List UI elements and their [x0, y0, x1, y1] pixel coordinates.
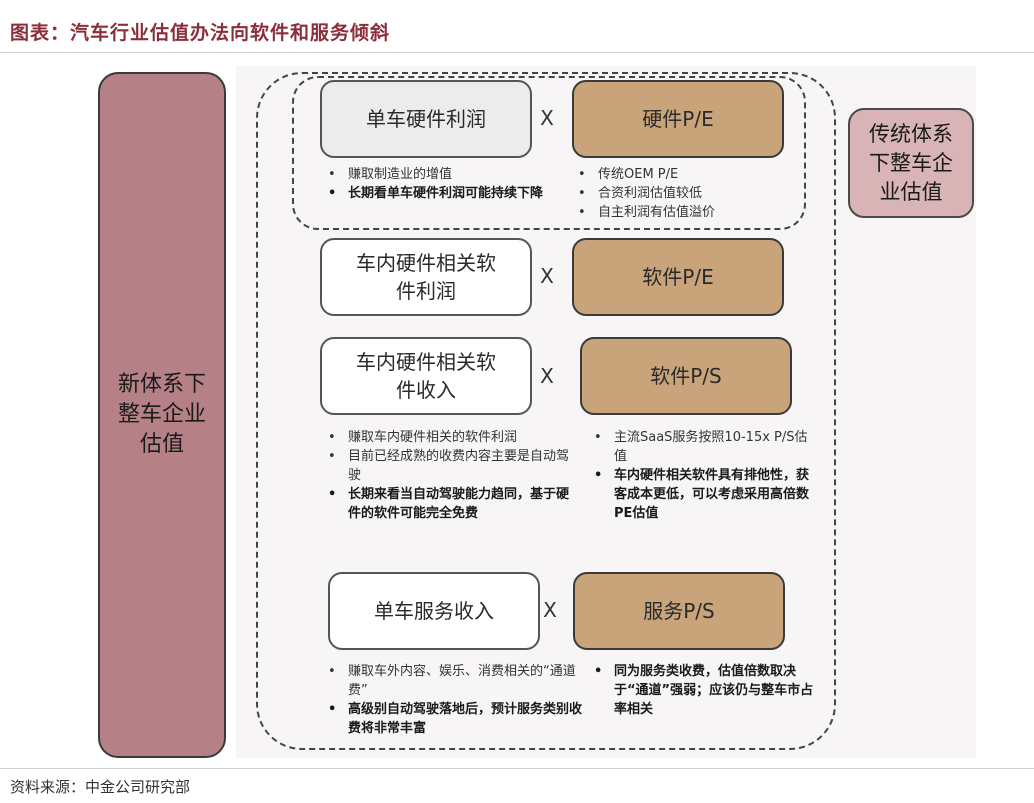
- source-note: 资料来源：中金公司研究部: [10, 778, 191, 796]
- multiply-sign: X: [543, 598, 557, 622]
- traditional-system-dashed-group: [292, 76, 806, 230]
- service-ps-label: 服务P/S: [643, 599, 715, 623]
- note-item: 合资利润估值较低: [572, 184, 792, 203]
- note-item: 赚取制造业的增值: [322, 165, 560, 184]
- note-item: 目前已经成熟的收费内容主要是自动驾驶: [322, 447, 580, 485]
- software-ps-notes: 主流SaaS服务按照10-15x P/S估值 车内硬件相关软件具有排他性，获客成…: [588, 428, 814, 523]
- new-system-valuation-pillar: 新体系下整车企业估值: [98, 72, 226, 758]
- note-item: 传统OEM P/E: [572, 165, 792, 184]
- software-ps-box: 软件P/S: [580, 337, 792, 415]
- note-item: 车内硬件相关软件具有排他性，获客成本更低，可以考虑采用高倍数PE估值: [588, 466, 814, 523]
- note-item: 长期来看当自动驾驶能力趋同，基于硬件的软件可能完全免费: [322, 485, 580, 523]
- hardware-profit-notes: 赚取制造业的增值 长期看单车硬件利润可能持续下降: [322, 165, 560, 203]
- note-item: 主流SaaS服务按照10-15x P/S估值: [588, 428, 814, 466]
- service-revenue-box: 单车服务收入: [328, 572, 540, 650]
- service-ps-box: 服务P/S: [573, 572, 785, 650]
- software-revenue-box: 车内硬件相关软件收入: [320, 337, 532, 415]
- new-system-valuation-label: 新体系下整车企业估值: [117, 372, 206, 457]
- note-item: 赚取车内硬件相关的软件利润: [322, 428, 580, 447]
- multiply-sign: X: [540, 364, 554, 388]
- hardware-pe-box: 硬件P/E: [572, 80, 784, 158]
- service-ps-notes: 同为服务类收费，估值倍数取决于“通道”强弱；应该仍与整车市占率相关: [588, 662, 818, 719]
- software-pe-label: 软件P/E: [642, 265, 714, 289]
- hardware-pe-label: 硬件P/E: [642, 107, 714, 131]
- service-revenue-notes: 赚取车外内容、娱乐、消费相关的“通道费” 高级别自动驾驶落地后，预计服务类别收费…: [322, 662, 584, 738]
- figure-title: 图表：汽车行业估值办法向软件和服务倾斜: [10, 22, 391, 44]
- hardware-profit-label: 单车硬件利润: [366, 107, 486, 131]
- note-item: 赚取车外内容、娱乐、消费相关的“通道费”: [322, 662, 584, 700]
- software-profit-label: 车内硬件相关软件利润: [356, 251, 496, 303]
- title-divider: [0, 52, 1034, 53]
- software-pe-box: 软件P/E: [572, 238, 784, 316]
- note-item: 同为服务类收费，估值倍数取决于“通道”强弱；应该仍与整车市占率相关: [588, 662, 818, 719]
- software-revenue-label: 车内硬件相关软件收入: [356, 350, 496, 402]
- multiply-sign: X: [540, 264, 554, 288]
- software-profit-box: 车内硬件相关软件利润: [320, 238, 532, 316]
- software-revenue-notes: 赚取车内硬件相关的软件利润 目前已经成熟的收费内容主要是自动驾驶 长期来看当自动…: [322, 428, 580, 523]
- hardware-profit-box: 单车硬件利润: [320, 80, 532, 158]
- hardware-pe-notes: 传统OEM P/E 合资利润估值较低 自主利润有估值溢价: [572, 165, 792, 222]
- traditional-system-valuation-box: 传统体系下整车企业估值: [848, 108, 974, 218]
- multiply-sign: X: [540, 106, 554, 130]
- source-divider: [0, 768, 1034, 769]
- note-item: 高级别自动驾驶落地后，预计服务类别收费将非常丰富: [322, 700, 584, 738]
- traditional-system-valuation-label: 传统体系下整车企业估值: [869, 121, 953, 204]
- note-item: 长期看单车硬件利润可能持续下降: [322, 184, 560, 203]
- new-system-dashed-group: [256, 72, 836, 750]
- software-ps-label: 软件P/S: [650, 364, 722, 388]
- note-item: 自主利润有估值溢价: [572, 203, 792, 222]
- service-revenue-label: 单车服务收入: [374, 599, 494, 623]
